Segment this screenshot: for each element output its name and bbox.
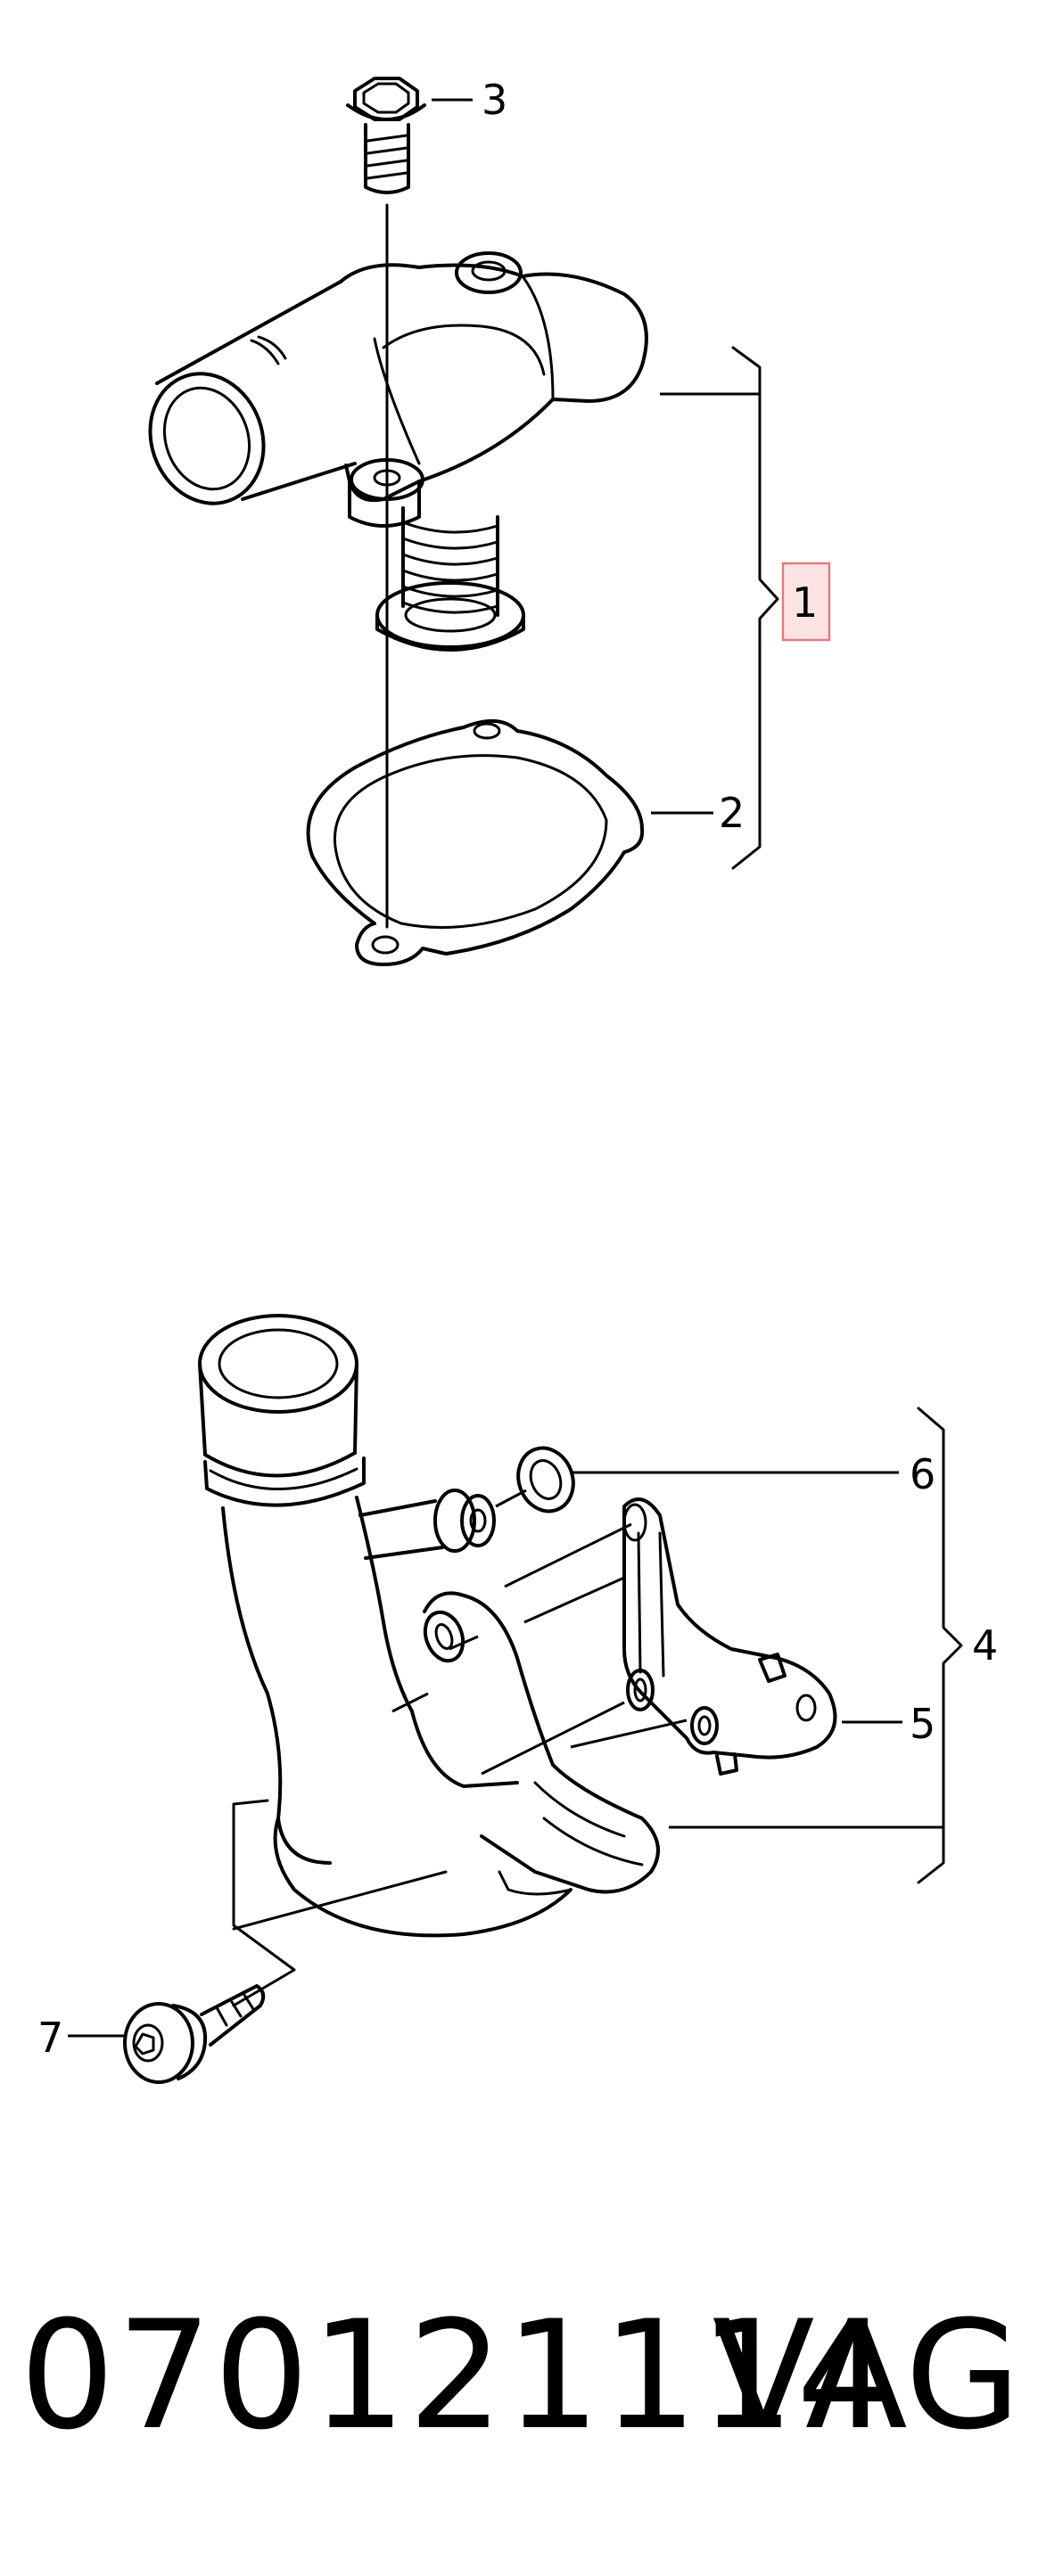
assembly-guides	[232, 1489, 688, 2007]
coolant-pipe-drawing	[198, 1314, 572, 1938]
callout-6: 6	[910, 1450, 935, 1498]
callout-5: 5	[910, 1700, 935, 1748]
callout-3: 3	[482, 76, 507, 124]
callout-1-highlight[interactable]	[781, 562, 831, 642]
callout-7: 7	[37, 2014, 63, 2062]
bracket-5-drawing	[622, 1497, 837, 1776]
callout-1[interactable]: 1	[792, 578, 818, 627]
part-footer: 070121114 VAG	[0, 2295, 1046, 2456]
brand-name: VAG	[712, 2288, 1021, 2463]
o-ring-6-drawing	[516, 1446, 575, 1514]
callout-2: 2	[719, 789, 745, 837]
part-number: 070121114	[20, 2288, 894, 2463]
gasket-2-drawing	[306, 718, 645, 966]
bracket-group-4	[917, 1407, 963, 1884]
bolt-7-drawing	[123, 1984, 266, 2084]
thermostat-drawing	[375, 506, 525, 652]
callout-4: 4	[972, 1621, 998, 1669]
flange-plate-drawing	[423, 1591, 660, 1896]
bolt-3-drawing	[346, 77, 426, 929]
bracket-group-1	[731, 346, 779, 870]
thermostat-housing-drawing	[148, 251, 648, 528]
